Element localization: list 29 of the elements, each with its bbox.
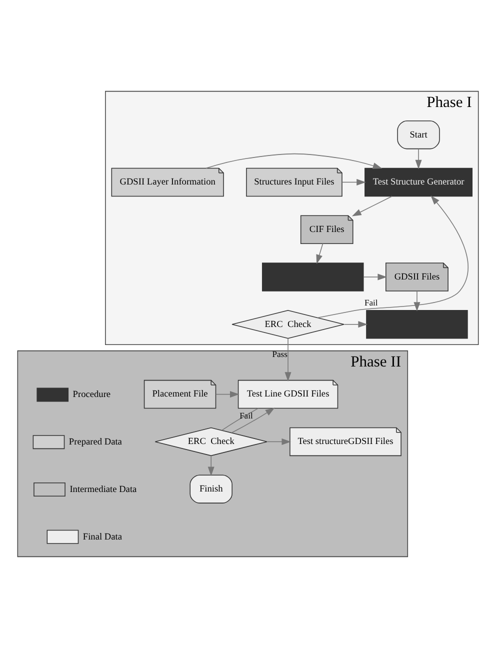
arrow — [317, 195, 468, 318]
arrow — [363, 274, 388, 280]
arrow — [344, 321, 368, 328]
arrow — [284, 338, 292, 382]
arrow — [415, 148, 422, 170]
node-box — [262, 262, 364, 292]
arrow — [215, 391, 240, 398]
node-box: Start — [397, 120, 440, 150]
legend-label: Prepared Data — [68, 437, 122, 448]
legend-label: Final Data — [82, 532, 122, 542]
connector — [222, 408, 259, 431]
node-box: Finish — [190, 474, 232, 504]
edge-label: Pass — [272, 349, 288, 360]
node-box — [366, 310, 468, 339]
arrow — [206, 153, 382, 169]
edge-label: Fail — [240, 410, 253, 421]
edge-label: Fail — [364, 298, 378, 308]
arrow — [414, 290, 420, 312]
node-box: Test Structure Generator — [364, 168, 473, 197]
arrow — [266, 438, 292, 445]
arrow — [208, 455, 214, 476]
legend-label: Procedure — [72, 390, 111, 400]
node-diamond: ERC Check — [232, 310, 344, 339]
arrow — [352, 196, 392, 216]
arrow — [342, 178, 366, 186]
node-diamond: ERC Check — [154, 427, 268, 456]
arrow — [231, 408, 275, 434]
arrow — [316, 243, 324, 264]
legend-label: Intermediate Data — [70, 484, 137, 495]
